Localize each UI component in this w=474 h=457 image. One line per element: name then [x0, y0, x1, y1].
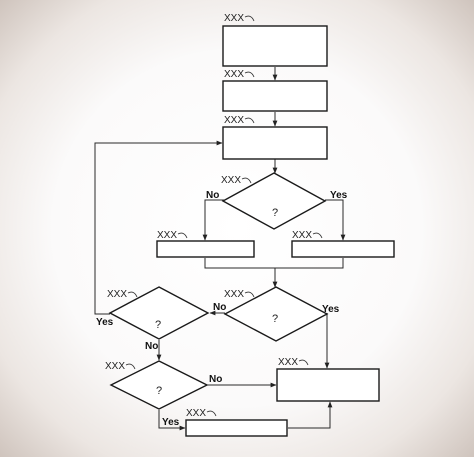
decision2-tag: XXX [224, 289, 244, 300]
process-box-2 [222, 80, 328, 112]
decision3-no-label: No [145, 341, 158, 352]
edge-merge [204, 258, 344, 269]
decision1-tag: XXX [221, 175, 241, 186]
edge-bottom-end [288, 401, 333, 429]
decision4-yes-label: Yes [162, 417, 180, 428]
box2-tag: XXX [224, 69, 244, 80]
edge-decision3-yes-loop [94, 140, 223, 315]
edge-decision4-yes [158, 410, 186, 431]
box-right-tag: XXX [292, 230, 312, 241]
branch-labels: No Yes No Yes Yes No No Yes [96, 190, 348, 428]
decision2-no-label: No [213, 302, 226, 313]
process-box-end [276, 368, 380, 402]
box3-tag: XXX [224, 115, 244, 126]
decision-1-symbol: ? [272, 207, 278, 219]
box1-tag: XXX [224, 13, 244, 24]
decision1-no-label: No [206, 190, 219, 201]
process-box-left [156, 240, 255, 258]
process-box-1 [222, 25, 328, 67]
decision4-tag: XXX [105, 361, 125, 372]
box-bottom-tag: XXX [186, 408, 206, 419]
edge-decision1-no [202, 199, 224, 241]
decision-diamond-1 [221, 172, 327, 230]
decision-2-symbol: ? [272, 313, 278, 325]
process-box-3 [222, 126, 328, 160]
process-box-right [291, 240, 395, 258]
process-box-bottom [185, 419, 288, 437]
connectors [94, 67, 346, 431]
node-tags: XXX XXX XXX XXX XXX XXX XXX XXX XXX XXX … [105, 13, 323, 419]
decision-diamond-4 [109, 360, 209, 410]
decision-4-symbol: ? [156, 385, 162, 397]
decision4-no-label: No [209, 374, 222, 385]
decision2-yes-label: Yes [322, 304, 340, 315]
decision-diamond-2 [223, 286, 329, 342]
box-end-tag: XXX [278, 357, 298, 368]
decision3-yes-label: Yes [96, 317, 114, 328]
box-left-tag: XXX [157, 230, 177, 241]
edge-decision1-yes [325, 199, 346, 241]
decision1-yes-label: Yes [330, 190, 348, 201]
decision-3-symbol: ? [155, 319, 161, 331]
decision-diamond-3 [108, 286, 210, 340]
decision3-tag: XXX [107, 289, 127, 300]
